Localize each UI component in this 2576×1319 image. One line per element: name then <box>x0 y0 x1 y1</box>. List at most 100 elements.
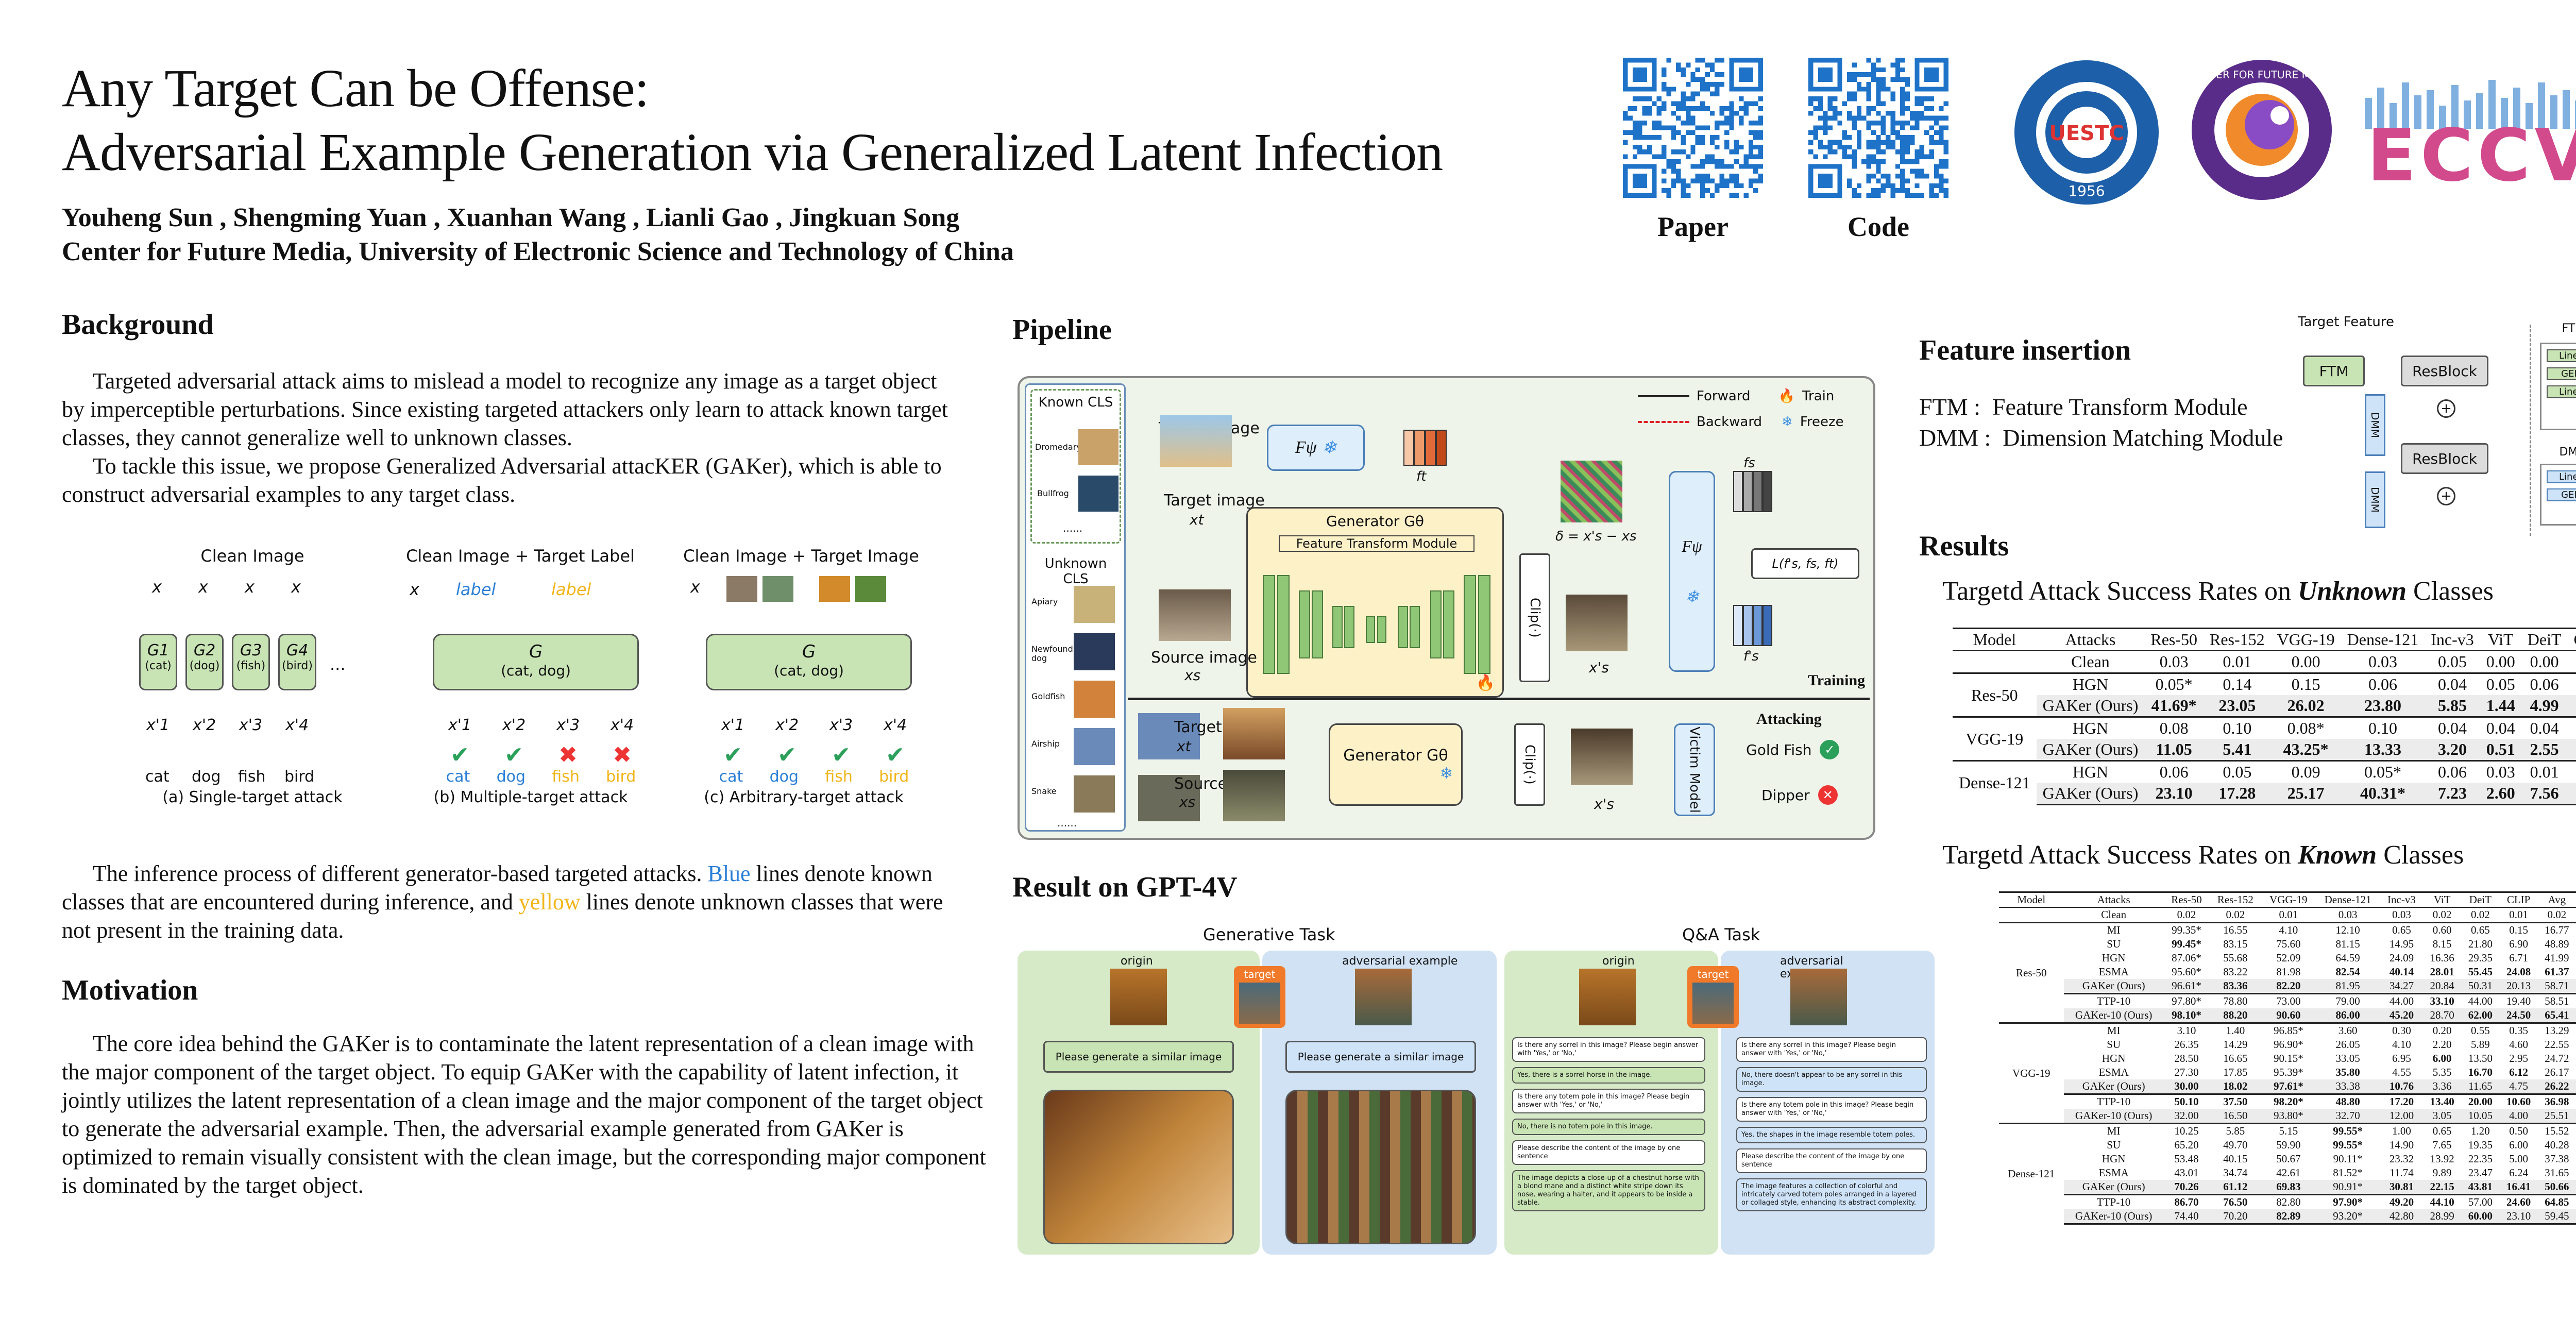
table-cell: 6.95 <box>2392 1052 2411 1064</box>
table-cell: 58.71 <box>2537 979 2576 994</box>
table-cell: 6.90 <box>2509 938 2528 950</box>
unknown-more: ...... <box>1057 817 1077 829</box>
table-cell: HGN <box>2102 1153 2126 1165</box>
table-cell: 82.20 <box>2261 979 2316 994</box>
table-cell: 32.00 <box>2163 1109 2210 1124</box>
table-cell: GAKer (Ours) <box>2036 695 2145 717</box>
t1-title-b: Unknown <box>2298 577 2407 606</box>
table-cell: GAKer (Ours) <box>2063 1079 2164 1094</box>
table-cell: 23.32 <box>2389 1153 2414 1165</box>
qa-answer: Yes, there is a sorrel horse in the imag… <box>1512 1067 1705 1084</box>
result-gold-fish: Gold Fish✓ <box>1746 740 1840 759</box>
table-cell: 28.50 <box>2174 1052 2199 1064</box>
column-header: Model <box>1999 891 2064 908</box>
table-cell: 43.81 <box>2461 1180 2500 1195</box>
table-cell: 0.05* <box>2144 672 2204 695</box>
table-cell: 81.15 <box>2335 938 2360 950</box>
table-cell: 0.65 <box>2461 922 2500 937</box>
table-cell: 93.20* <box>2315 1209 2380 1225</box>
pipeline-heading: Pipeline <box>1012 314 1112 346</box>
table-cell: 99.45* <box>2172 938 2201 950</box>
table-row: Res-50HGN0.05*0.140.150.060.040.050.060.… <box>1953 672 2576 717</box>
table-cell: 34.74 <box>2223 1166 2248 1179</box>
output-xprime: x'3 <box>829 716 853 734</box>
svg-text:1956: 1956 <box>2068 182 2105 199</box>
table-row: VGG-19HGN0.080.100.08*0.100.040.040.040.… <box>1953 716 2576 761</box>
output-xprime: x'3 <box>556 716 580 734</box>
table-cell: 26.35 <box>2174 1038 2199 1051</box>
fig-c-marks: ✔✔✔✔ <box>723 742 905 768</box>
table-cell: 82.54 <box>2335 966 2360 978</box>
results-heading: Results <box>1919 530 2009 562</box>
table-cell: 52.09 <box>2276 952 2301 964</box>
horse-image <box>1110 969 1167 1025</box>
snowflake-icon: ❄ <box>1685 587 1699 606</box>
fig-c-g-sub: (cat, dog) <box>774 662 844 679</box>
table-cell: 0.05 <box>2480 672 2521 695</box>
legend-backward: Backward <box>1697 414 1762 430</box>
table-row: Clean0.030.010.000.030.050.000.000.020.0… <box>1953 651 2576 673</box>
paper-qr[interactable]: Paper <box>1623 58 1763 243</box>
table-cell: 33.38 <box>2315 1079 2380 1094</box>
table-cell: 16.41 <box>2499 1180 2538 1195</box>
class-dog: dog <box>769 768 799 786</box>
table-cell: 0.04 <box>2425 716 2480 739</box>
table-cell: 26.17 <box>2545 1066 2569 1078</box>
qr-code-icon <box>1808 58 1948 198</box>
column-header: Attacks <box>2063 891 2164 908</box>
table-cell: 0.15 <box>2270 672 2341 695</box>
qa-origin-label: origin <box>1602 955 1635 968</box>
t2-title-c: Classes <box>2377 840 2464 870</box>
eccv-logo: ECCV <box>2365 80 2576 191</box>
single-generator: G4(bird) <box>278 634 316 690</box>
stage-divider <box>1128 698 1870 700</box>
qa-adv-horse-image <box>1790 969 1847 1025</box>
table-cell: 86.00 <box>2315 1008 2380 1023</box>
table-cell: 43.01 <box>2174 1166 2199 1179</box>
table-cell: 78.80 <box>2209 993 2262 1008</box>
code-qr[interactable]: Code <box>1808 58 1948 243</box>
table-cell: 99.35* <box>2163 922 2210 937</box>
porcupine-image <box>1159 589 1231 641</box>
fig-c-thumb <box>855 576 886 602</box>
table-cell: 5.85 <box>2425 695 2480 717</box>
cfm-logo: CENTER FOR FUTURE MEDIA <box>2190 60 2334 200</box>
table-cell: 0.03 <box>2338 908 2358 921</box>
table-cell: 0.50 <box>2499 1123 2538 1138</box>
generator-class: (bird) <box>282 660 313 672</box>
table-cell: 44.00 <box>2461 993 2500 1008</box>
table-cell: 16.36 <box>2430 952 2454 964</box>
victim-model: Victim Model <box>1674 723 1715 816</box>
table-cell: 7.56 <box>2521 783 2568 805</box>
gen-adv-output <box>1285 1090 1476 1244</box>
resblock-box-2: ResBlock <box>2401 443 2488 474</box>
poster-title: Any Target Can be Offense: Adversarial E… <box>62 57 1443 184</box>
table-cell: Clean <box>2071 652 2110 671</box>
table-cell: 0.04 <box>2480 716 2521 739</box>
table-cell: 0.60 <box>2423 922 2462 937</box>
legend-train: Train <box>1802 388 1835 404</box>
snowflake-icon: ❄ <box>1439 765 1453 782</box>
table-cell: 20.84 <box>2423 979 2462 994</box>
table-cell <box>1953 651 2037 673</box>
background-p1: Targeted adversarial attack aims to misl… <box>62 368 948 450</box>
class-bird: bird <box>606 768 636 786</box>
table-cell: 41.99 <box>2545 952 2569 964</box>
table-cell: 22.55 <box>2545 1038 2569 1051</box>
table-cell: MI <box>2063 1123 2164 1138</box>
table-cell: 0.20 <box>2423 1022 2462 1038</box>
table-cell: 5.85 <box>2209 1123 2262 1138</box>
class-fish: fish <box>825 768 853 786</box>
table-cell: 4.49 <box>2567 783 2576 805</box>
table-cell: 17.28 <box>2204 783 2271 805</box>
table-cell: 42.61 <box>2276 1166 2301 1179</box>
table-cell: 95.39* <box>2273 1066 2303 1078</box>
table-cell: HGN <box>2102 952 2126 964</box>
table-cell: 79.00 <box>2315 993 2380 1008</box>
